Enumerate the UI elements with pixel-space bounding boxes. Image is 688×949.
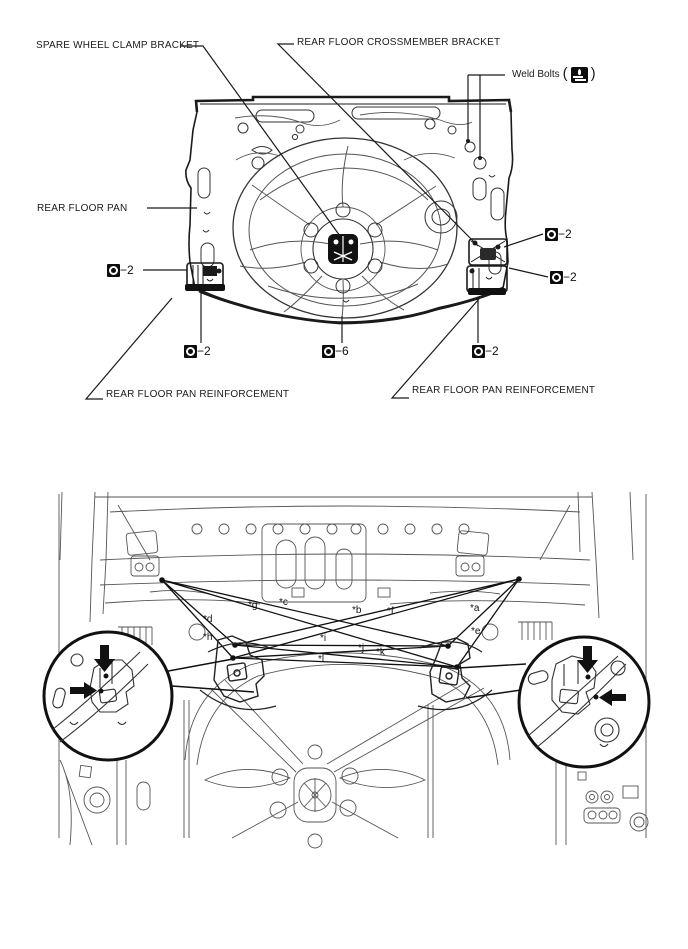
left-callout-circle: [42, 630, 255, 762]
point-label-h: *h: [203, 632, 213, 643]
label-spare-wheel-clamp-bracket: SPARE WHEEL CLAMP BRACKET: [36, 40, 200, 51]
weld-badge-right-lower: −2: [550, 270, 577, 284]
weld-count: −2: [485, 344, 499, 358]
point-label-e: *e: [471, 626, 481, 637]
weld-bolts-text: Weld Bolts: [512, 69, 560, 80]
spot-weld-symbol-icon: [322, 344, 335, 358]
point-label-k: *k: [376, 647, 385, 658]
paren-close: ): [590, 65, 596, 82]
bottom-measurement-lines: [159, 576, 522, 670]
point-label-a: *a: [470, 603, 480, 614]
spot-weld-symbol-icon: [472, 344, 485, 358]
paren-open: (: [562, 65, 568, 82]
weld-bolt-icon: [570, 66, 588, 83]
weld-badge-bottom-center: −6: [322, 344, 349, 358]
top-leader-lines: [84, 43, 549, 400]
point-label-i: *i: [320, 633, 327, 644]
bottom-underbody-drawing: [58, 491, 649, 849]
point-label-b: *b: [352, 605, 362, 616]
spare-wheel-clamp-bracket-part: [328, 234, 358, 264]
weld-badge-left: −2: [107, 263, 134, 277]
label-rear-floor-pan-reinforcement-left: REAR FLOOR PAN REINFORCEMENT: [106, 389, 290, 400]
label-rear-floor-pan: REAR FLOOR PAN: [37, 203, 128, 214]
down-arrow-icon: [577, 646, 598, 680]
spot-weld-symbol-icon: [550, 270, 563, 284]
label-weld-bolts: Weld Bolts ( ): [512, 65, 596, 83]
weld-count: −2: [197, 344, 211, 358]
weld-count: −2: [558, 227, 572, 241]
left-arrow-icon: [593, 689, 626, 706]
spot-weld-symbol-icon: [184, 344, 197, 358]
right-callout-circle: [457, 635, 651, 769]
point-label-d: *d: [203, 614, 213, 625]
point-label-l: *l: [318, 654, 325, 665]
down-arrow-icon: [94, 645, 115, 679]
point-label-c: *c: [279, 597, 288, 608]
spot-weld-symbol-icon: [107, 263, 120, 277]
rear-floor-pan-reinforcement-right-part: [466, 265, 508, 295]
spot-weld-symbol-icon: [545, 227, 558, 241]
rear-floor-pan-reinforcement-left-part: [185, 262, 225, 291]
right-arrow-icon: [70, 682, 104, 699]
weld-count: −2: [563, 270, 577, 284]
point-label-f: *f: [387, 606, 394, 617]
weld-badge-right-upper: −2: [545, 227, 572, 241]
label-rear-floor-pan-reinforcement-right: REAR FLOOR PAN REINFORCEMENT: [412, 385, 596, 396]
label-rear-floor-crossmember-bracket: REAR FLOOR CROSSMEMBER BRACKET: [297, 37, 501, 48]
point-label-g: *g: [248, 600, 258, 611]
weld-badge-bottom-left: −2: [184, 344, 211, 358]
weld-count: −2: [120, 263, 134, 277]
weld-count: −6: [335, 344, 349, 358]
point-label-j: *j: [358, 643, 365, 654]
weld-badge-bottom-right: −2: [472, 344, 499, 358]
top-floor-pan-drawing: [185, 95, 514, 325]
